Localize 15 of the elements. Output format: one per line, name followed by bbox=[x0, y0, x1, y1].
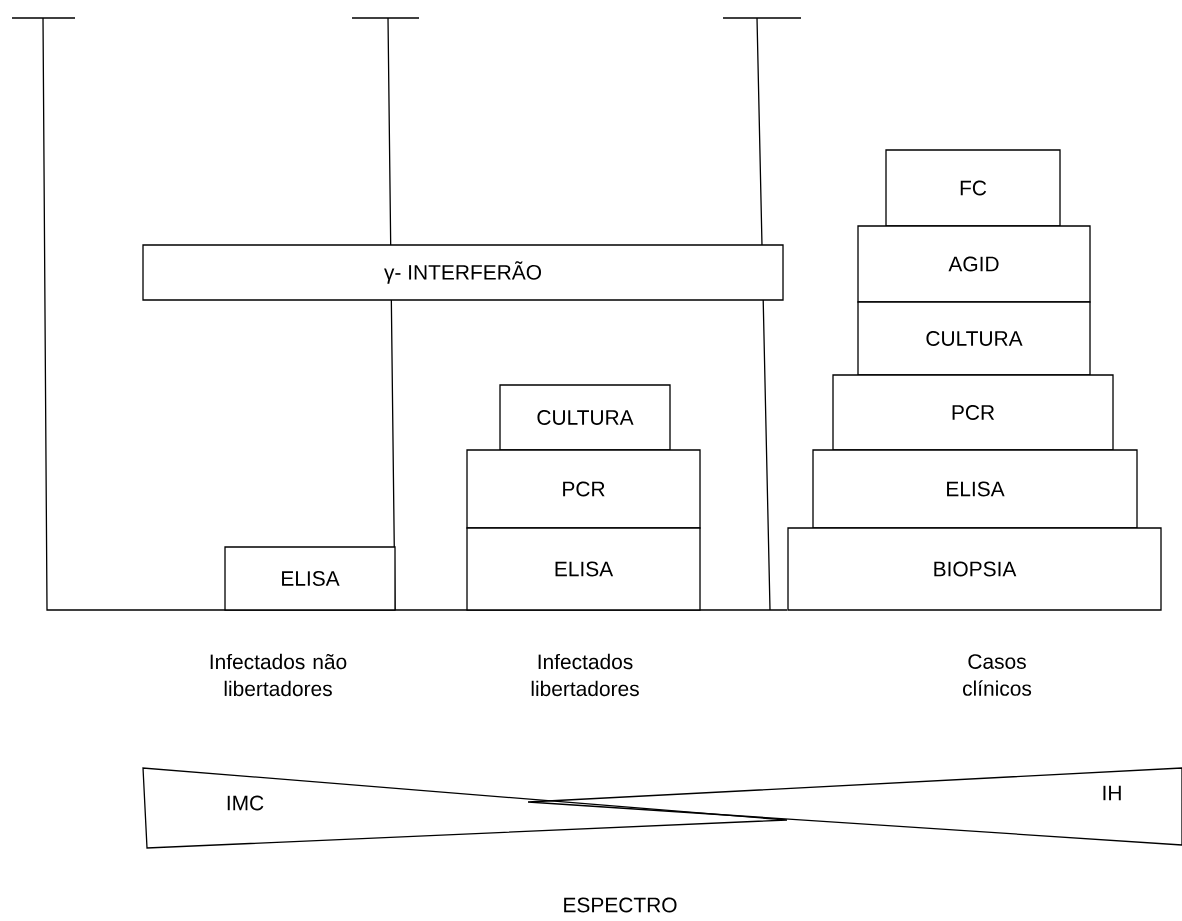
test-box: BIOPSIA bbox=[787, 527, 1162, 611]
test-box: CULTURA bbox=[857, 301, 1091, 376]
test-box: CULTURA bbox=[499, 384, 671, 451]
test-box: ELISA bbox=[466, 527, 701, 611]
group-label: Infectados libertadores bbox=[531, 653, 639, 697]
group-label: Casos clínicos bbox=[963, 654, 1032, 696]
group-label: Infectados não libertadores bbox=[210, 653, 347, 697]
test-box: PCR bbox=[466, 449, 701, 529]
group-label: ESPECTRO bbox=[564, 897, 677, 913]
test-box: γ- INTERFERÃO bbox=[142, 244, 784, 301]
test-box: FC bbox=[885, 149, 1061, 227]
test-box: ELISA bbox=[224, 546, 396, 611]
test-box: ELISA bbox=[812, 449, 1138, 529]
test-box: PCR bbox=[832, 374, 1114, 451]
test-box: AGID bbox=[857, 225, 1091, 303]
